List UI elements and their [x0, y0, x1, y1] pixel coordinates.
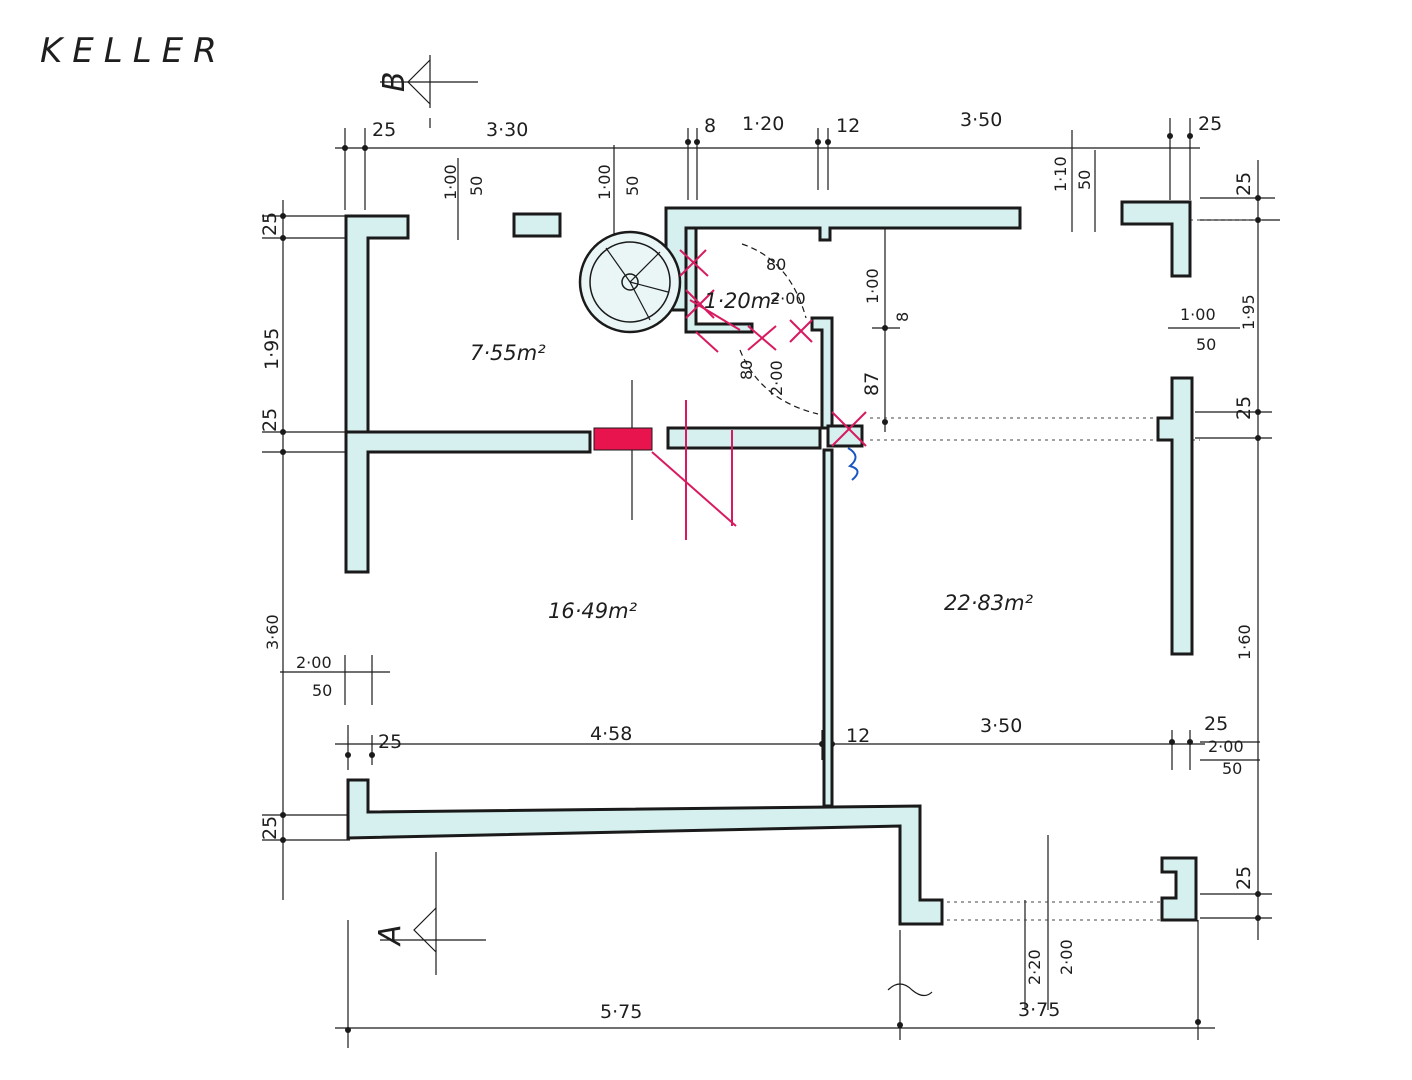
dim-inner-6: 87 [861, 372, 883, 396]
dim-left-5: 50 [312, 681, 332, 700]
dim-middle-1: 4·58 [590, 723, 632, 745]
room-area-2: 16·49m² [548, 599, 638, 623]
dim-opening-5: 50 [1075, 170, 1094, 190]
dim-right-2: 1·00 [1180, 305, 1216, 324]
dim-bottom-3: 2·00 [1057, 939, 1076, 975]
blue-mark [847, 447, 859, 481]
door-swings [739, 243, 819, 415]
dim-top-1: 3·30 [486, 119, 528, 141]
dim-bottom-1: 3·75 [1018, 999, 1060, 1021]
dim-right-5: 1·60 [1235, 624, 1254, 660]
dim-top-5: 3·50 [960, 109, 1002, 131]
dim-right-6: 25 [1204, 713, 1228, 735]
dim-left-0: 25 [259, 212, 281, 236]
dim-opening-1: 50 [467, 176, 486, 196]
dim-inner-1: 2·00 [770, 289, 806, 308]
room-area-3: 22·83m² [944, 591, 1034, 615]
dim-middle-3: 3·50 [980, 715, 1022, 737]
dim-inner-3: 8 [893, 312, 912, 322]
dim-top-4: 12 [836, 115, 860, 137]
dim-opening-3: 50 [623, 176, 642, 196]
dim-left-4: 2·00 [296, 653, 332, 672]
dim-left-2: 25 [259, 408, 281, 432]
dim-right-9: 25 [1233, 866, 1255, 890]
section-marker-a-label: A [373, 924, 408, 947]
dim-left-6: 25 [259, 816, 281, 840]
dim-bottom-0: 5·75 [600, 1001, 642, 1023]
dimension-lines [262, 118, 1280, 1048]
dim-middle-0: 25 [378, 731, 402, 753]
dim-inner-2: 1·00 [863, 268, 882, 304]
dim-left-3: 3·60 [263, 614, 282, 650]
dim-opening-0: 1·00 [441, 164, 460, 200]
dim-right-8: 50 [1222, 759, 1242, 778]
dim-bottom-2: 2·20 [1025, 949, 1044, 985]
reference-lines [870, 219, 1262, 921]
dim-right-3: 50 [1196, 335, 1216, 354]
dim-top-0: 25 [372, 119, 396, 141]
room-area-1: 7·55m² [470, 341, 546, 365]
dim-inner-4: 80 [737, 360, 756, 380]
dim-right-7: 2·00 [1208, 737, 1244, 756]
section-marker-b-label: B [377, 71, 412, 92]
dim-inner-0: 80 [766, 255, 786, 274]
dim-right-1: 1·95 [1239, 294, 1258, 330]
walls [344, 200, 1198, 926]
dim-top-6: 25 [1198, 113, 1222, 135]
dim-top-2: 8 [704, 115, 716, 137]
dim-right-0: 25 [1233, 172, 1255, 196]
spiral-staircase [578, 230, 682, 334]
dim-inner-5: 2·00 [767, 360, 786, 396]
dim-middle-2: 12 [846, 725, 870, 747]
section-marker-a: A [373, 852, 486, 975]
dim-top-3: 1·20 [742, 113, 784, 135]
dim-opening-2: 1·00 [595, 164, 614, 200]
dim-left-1: 1·95 [261, 328, 283, 370]
dim-opening-4: 1·10 [1051, 156, 1070, 192]
plan-title: KELLER [40, 31, 227, 71]
red-annotations [593, 249, 867, 540]
room-area-wc: 1·20m² [704, 289, 780, 313]
section-marker-b: B [377, 55, 478, 128]
dim-right-4: 25 [1233, 396, 1255, 420]
